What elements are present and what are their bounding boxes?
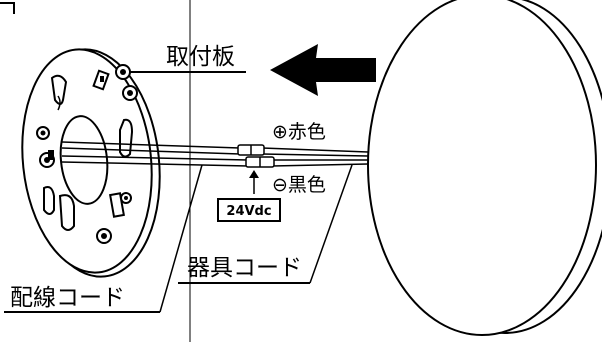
light-fixture [367,0,602,336]
svg-text:配線コード: 配線コード [10,285,125,311]
wire-connectors [237,144,275,168]
label-wiring-cord: 配線コード [4,164,203,313]
label-negative-wire: ⊖黒色 [249,170,326,196]
svg-text:⊖黒色: ⊖黒色 [272,174,326,196]
label-fixture-cord: 器具コード [178,164,353,284]
svg-text:取付板: 取付板 [166,44,235,70]
svg-text:24Vdc: 24Vdc [226,204,271,219]
label-positive-wire: ⊕赤色 [272,121,326,143]
svg-text:器具コード: 器具コード [187,255,302,281]
label-mounting-plate: 取付板 [130,44,246,73]
corner-mark [0,2,15,14]
direction-arrow [270,44,376,96]
voltage-badge: 24Vdc [217,198,281,222]
wires [61,141,369,167]
